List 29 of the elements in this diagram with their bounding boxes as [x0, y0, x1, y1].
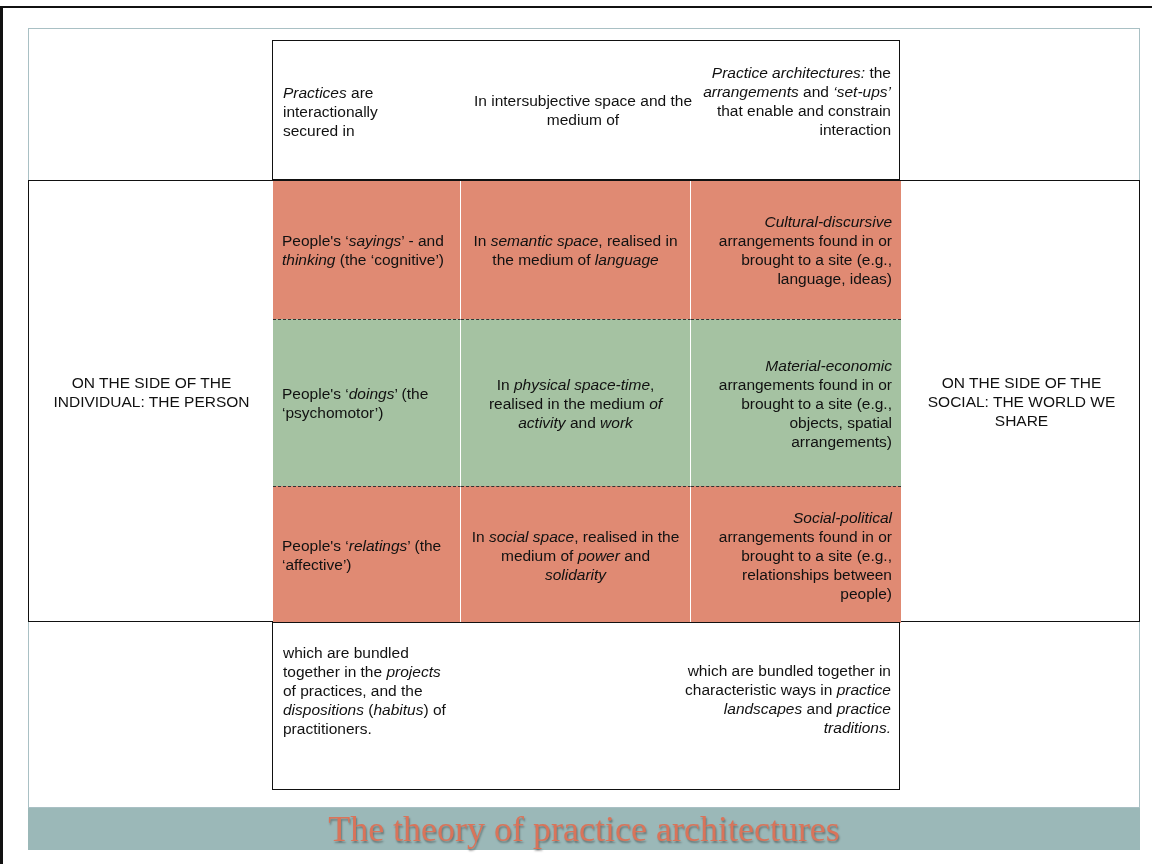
- cell-text: In intersubjective space and the medium of: [473, 91, 693, 129]
- cell-text: ON THE SIDE OF THE SOCIAL: THE WORLD WE SHARE: [926, 373, 1117, 430]
- cell-text: People's ‘sayings’ - and thinking (the ‘cognitive’): [282, 231, 445, 269]
- table-cell: [273, 181, 461, 319]
- table-cell: [461, 486, 691, 623]
- cell-text: In physical space-time, realised in the medium of activity and work: [487, 374, 665, 432]
- cell-text: Practices are interactionally secured in: [283, 83, 379, 140]
- cell-text: which are bundled together in the projects of practices, and the dispositions (habitus) of practitioners.: [283, 643, 447, 738]
- row-band: [28, 180, 1140, 622]
- table-cell: [461, 319, 691, 486]
- cell-text: In semantic space, realised in the medium of language: [472, 231, 679, 269]
- table-cell: [273, 486, 461, 623]
- title-banner: The theory of practice architectures: [28, 808, 1140, 850]
- table-cell: [273, 319, 461, 486]
- cell-text: ON THE SIDE OF THE INDIVIDUAL: THE PERSON: [52, 373, 251, 411]
- table-cell: [461, 181, 691, 319]
- cell-text: People's ‘doings’ (the ‘psychomotor’): [282, 384, 430, 422]
- table-cell: [691, 181, 901, 319]
- cell-text: Practice architectures: the arrangements and ‘set-ups’ that enable and constrain interaction: [702, 63, 891, 139]
- cell-text: Cultural-discursive arrangements found in or brought to a site (e.g., language, ideas): [717, 212, 892, 288]
- text-box: [272, 40, 900, 180]
- text-box: [272, 622, 900, 790]
- cell-text: In social space, realised in the medium of power and solidarity: [470, 526, 681, 584]
- table-cell: [691, 486, 901, 623]
- cell-text: Material-economic arrangements found in or brought to a site (e.g., objects, spatial arrangements): [717, 355, 892, 451]
- cell-text: Social-political arrangements found in or brought to a site (e.g., relationships between people): [717, 507, 892, 603]
- table-cell: [691, 319, 901, 486]
- cell-text: which are bundled together in characteristic ways in practice landscapes and practice traditions.: [684, 661, 891, 737]
- cell-text: People's ‘relatings’ (the ‘affective’): [282, 536, 443, 574]
